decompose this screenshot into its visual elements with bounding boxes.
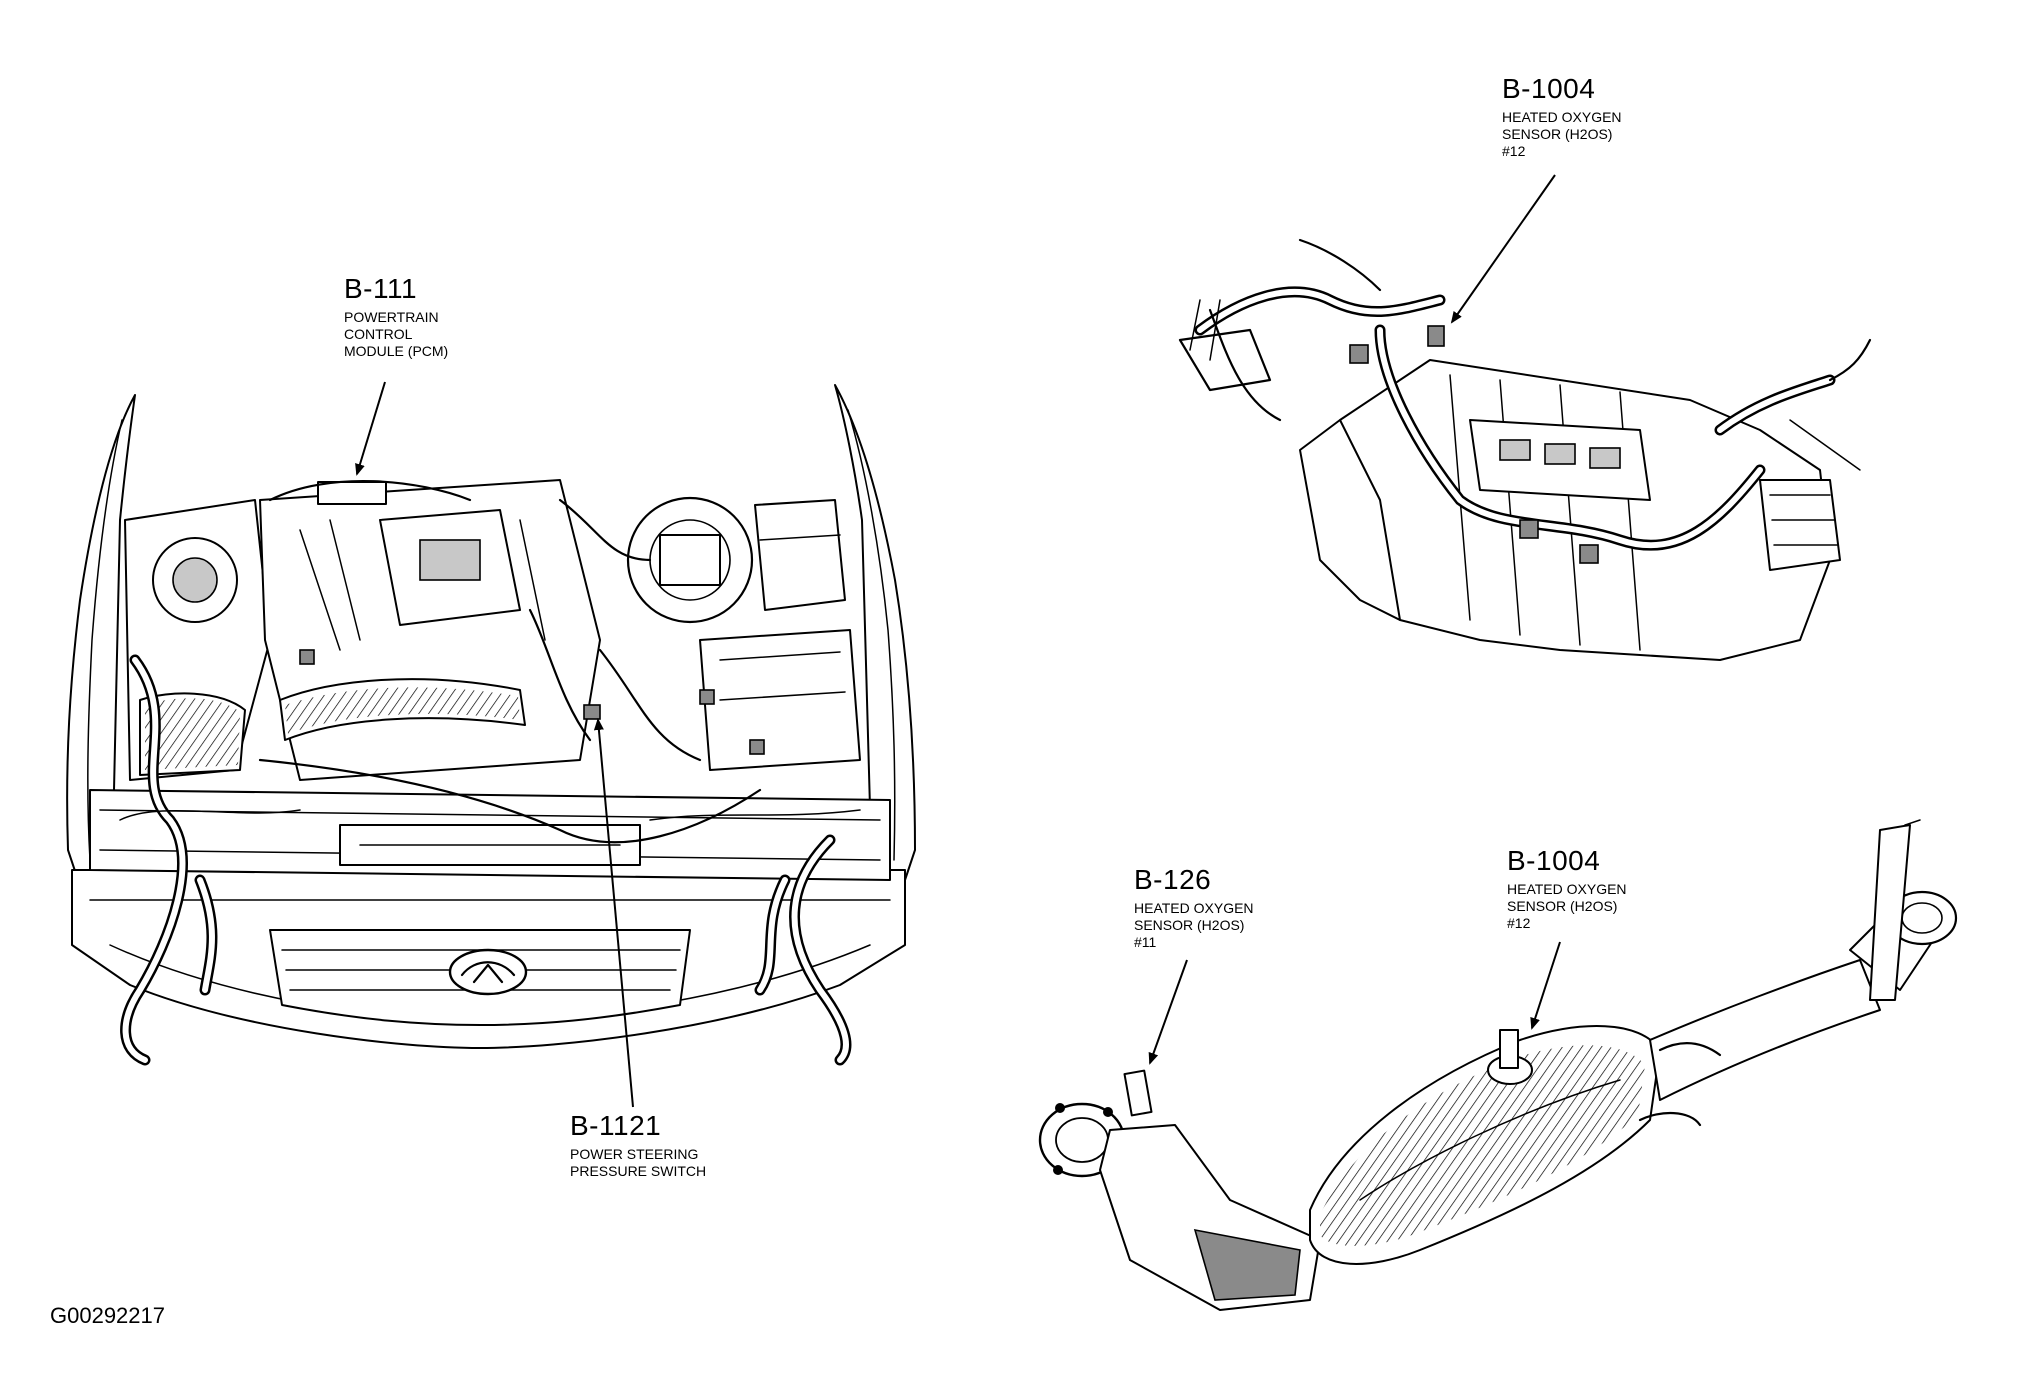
callout-ps-switch-code: B-1121	[570, 1110, 662, 1141]
callout-pcm-desc: POWERTRAIN CONTROL MODULE (PCM)	[344, 309, 448, 360]
engine-bay-illustration	[66, 384, 916, 1066]
callout-ho2s-12-line: SENSOR (H2OS)	[1507, 898, 1618, 914]
callout-ho2s-11-line: #11	[1134, 934, 1157, 950]
leader-ho2s-top	[1450, 174, 1556, 324]
callout-ho2s-top-line: #12	[1502, 143, 1526, 159]
callout-ho2s-11: B-126 HEATED OXYGEN SENSOR (H2OS) #11	[1134, 866, 1254, 951]
transmission-illustration	[1178, 238, 1872, 661]
leader-pcm	[355, 381, 386, 476]
callout-ho2s-12-line: HEATED OXYGEN	[1507, 881, 1627, 897]
callout-ho2s-11-desc: HEATED OXYGEN SENSOR (H2OS) #11	[1134, 900, 1254, 951]
callout-ho2s-12: B-1004 HEATED OXYGEN SENSOR (H2OS) #12	[1507, 847, 1627, 932]
callout-ho2s-11-line: HEATED OXYGEN	[1134, 900, 1254, 916]
callout-ho2s-12-code: B-1004	[1507, 845, 1601, 876]
figure-id: G00292217	[50, 1303, 165, 1328]
callout-ho2s-12-desc: HEATED OXYGEN SENSOR (H2OS) #12	[1507, 881, 1627, 932]
callout-pcm-line: CONTROL	[344, 326, 413, 342]
callout-pcm-code: B-111	[344, 273, 418, 304]
exhaust-illustration	[1038, 819, 1958, 1311]
callout-ho2s-top-code: B-1004	[1502, 73, 1596, 104]
callout-pcm-line: MODULE (PCM)	[344, 343, 449, 359]
callout-ho2s-top-desc: HEATED OXYGEN SENSOR (H2OS) #12	[1502, 109, 1622, 160]
callout-ho2s-11-code: B-126	[1134, 864, 1212, 895]
callout-ho2s-top-line: SENSOR (H2OS)	[1502, 126, 1613, 142]
callout-ho2s-12-line: #12	[1507, 915, 1531, 931]
leader-ho2s-11	[1148, 959, 1188, 1065]
callout-ho2s-top: B-1004 HEATED OXYGEN SENSOR (H2OS) #12	[1502, 75, 1622, 160]
callout-ps-switch-line: PRESSURE SWITCH	[570, 1163, 707, 1179]
leader-ho2s-12	[1530, 941, 1561, 1030]
leader-ps-switch	[593, 718, 634, 1108]
callout-ps-switch: B-1121 POWER STEERING PRESSURE SWITCH	[570, 1112, 706, 1180]
callout-ho2s-11-line: SENSOR (H2OS)	[1134, 917, 1245, 933]
callout-pcm: B-111 POWERTRAIN CONTROL MODULE (PCM)	[344, 275, 448, 360]
callout-ho2s-top-line: HEATED OXYGEN	[1502, 109, 1622, 125]
callout-ps-switch-line: POWER STEERING	[570, 1146, 699, 1162]
callout-ps-switch-desc: POWER STEERING PRESSURE SWITCH	[570, 1146, 706, 1180]
callout-pcm-line: POWERTRAIN	[344, 309, 439, 325]
leader-lines	[355, 174, 1561, 1108]
